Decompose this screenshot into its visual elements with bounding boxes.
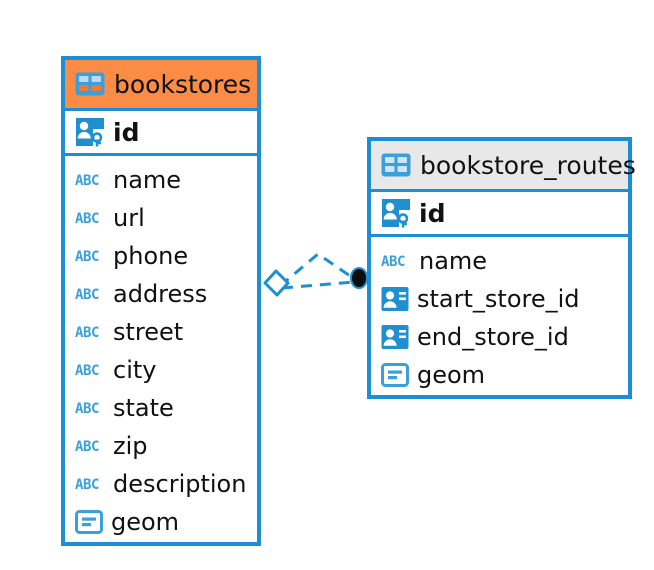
column-label-routes-name: name	[419, 247, 488, 275]
column-row-zip[interactable]: ABC zip	[65, 427, 257, 465]
abc-text-icon: ABC	[75, 211, 99, 227]
abc-text-icon: ABC	[75, 287, 99, 303]
abc-text-icon: ABC	[75, 363, 99, 379]
column-row-start-store-id[interactable]: start_store_id	[371, 280, 628, 318]
primary-key-icon	[76, 118, 104, 147]
column-row-geom[interactable]: geom	[65, 503, 257, 541]
entity-header-bookstore-routes[interactable]: bookstore_routes	[371, 141, 636, 189]
column-row-state[interactable]: ABC state	[65, 389, 257, 427]
svg-text:ABC: ABC	[75, 477, 99, 493]
abc-text-icon: ABC	[75, 439, 99, 455]
geometry-icon	[75, 510, 103, 534]
column-row-address[interactable]: ABC address	[65, 275, 257, 313]
column-row-url[interactable]: ABC url	[65, 199, 257, 237]
entity-title-bookstores: bookstores	[114, 69, 252, 99]
entity-header-bookstores[interactable]: bookstores	[65, 60, 257, 108]
entity-bookstores[interactable]: bookstores id ABC name	[61, 56, 261, 546]
column-label-phone: phone	[113, 242, 189, 270]
abc-text-icon: ABC	[75, 173, 99, 189]
column-label-description: description	[113, 470, 247, 498]
column-row-description[interactable]: ABC description	[65, 465, 257, 503]
entity-bookstore-routes[interactable]: bookstore_routes id ABC name	[367, 137, 636, 399]
column-row-routes-name[interactable]: ABC name	[371, 242, 628, 280]
table-icon	[75, 72, 105, 96]
table-icon	[381, 153, 411, 177]
column-row-city[interactable]: ABC city	[65, 351, 257, 389]
column-label-street: street	[113, 318, 184, 346]
primary-key-icon	[382, 199, 410, 228]
column-label-zip: zip	[113, 432, 148, 460]
svg-text:ABC: ABC	[75, 249, 99, 265]
abc-text-icon: ABC	[75, 325, 99, 341]
svg-text:ABC: ABC	[381, 254, 405, 270]
column-row-phone[interactable]: ABC phone	[65, 237, 257, 275]
column-label-pk-bookstores: id	[113, 117, 140, 147]
column-label-url: url	[113, 204, 145, 232]
column-label-city: city	[113, 356, 157, 384]
column-list-bookstore-routes: ABC name start_store_id	[371, 237, 628, 394]
column-row-end-store-id[interactable]: end_store_id	[371, 318, 628, 356]
column-label-geom: geom	[111, 508, 180, 536]
geometry-icon	[381, 363, 409, 387]
column-label-end-store-id: end_store_id	[417, 323, 569, 351]
column-label-address: address	[113, 280, 208, 308]
column-label-start-store-id: start_store_id	[417, 285, 580, 313]
column-label-state: state	[113, 394, 174, 422]
relationship-dot-marker[interactable]	[350, 267, 368, 289]
column-row-routes-geom[interactable]: geom	[371, 356, 628, 394]
svg-text:ABC: ABC	[75, 287, 99, 303]
relationship-line-upper[interactable]	[279, 252, 357, 288]
column-row-pk-bookstores[interactable]: id	[65, 108, 257, 156]
svg-text:ABC: ABC	[75, 401, 99, 417]
column-list-bookstores: ABC name ABC url ABC phone ABC	[65, 156, 257, 541]
svg-text:ABC: ABC	[75, 173, 99, 189]
column-label-pk-bookstore-routes: id	[419, 198, 446, 228]
svg-text:ABC: ABC	[75, 325, 99, 341]
column-label-name: name	[113, 166, 182, 194]
svg-text:ABC: ABC	[75, 211, 99, 227]
column-row-pk-bookstore-routes[interactable]: id	[371, 189, 628, 237]
foreign-key-icon	[381, 325, 409, 349]
abc-text-icon: ABC	[75, 249, 99, 265]
entity-title-bookstore-routes: bookstore_routes	[420, 150, 636, 180]
column-row-street[interactable]: ABC street	[65, 313, 257, 351]
abc-text-icon: ABC	[381, 254, 405, 270]
abc-text-icon: ABC	[75, 477, 99, 493]
relationship-diamond-marker[interactable]	[263, 269, 290, 297]
relationship-line-lower[interactable]	[281, 280, 355, 290]
column-row-name[interactable]: ABC name	[65, 161, 257, 199]
abc-text-icon: ABC	[75, 401, 99, 417]
svg-text:ABC: ABC	[75, 439, 99, 455]
column-label-routes-geom: geom	[417, 361, 486, 389]
foreign-key-icon	[381, 287, 409, 311]
svg-text:ABC: ABC	[75, 363, 99, 379]
